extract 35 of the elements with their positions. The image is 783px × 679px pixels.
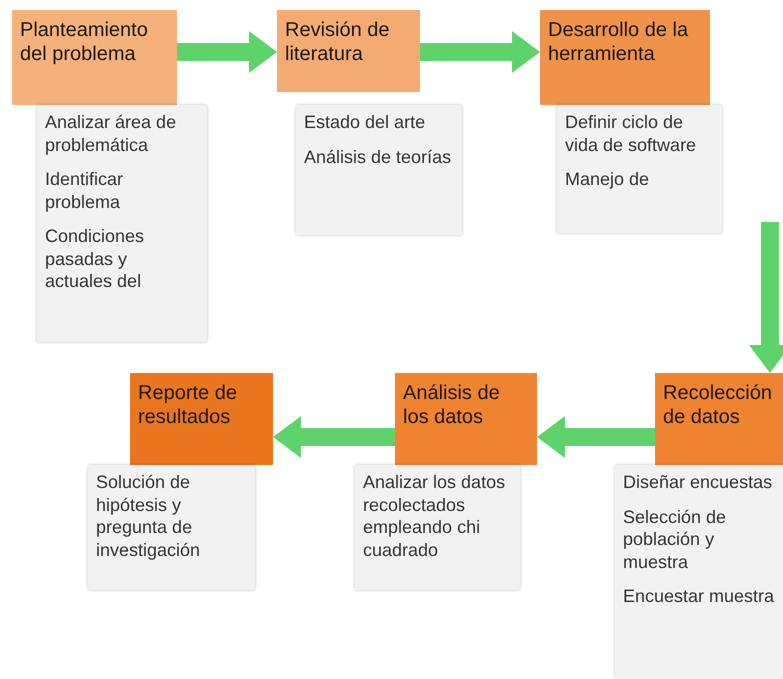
card-item: Selección de población y muestra bbox=[623, 506, 728, 573]
block-arrow bbox=[273, 416, 395, 458]
step-title: Reporte de resultados bbox=[138, 381, 238, 429]
card-item: Analizar los datos recolectados empleando chi cuadrado bbox=[363, 471, 506, 561]
step-card bbox=[615, 465, 783, 679]
step-card bbox=[296, 105, 462, 235]
card-item: Identificar problema bbox=[45, 168, 124, 213]
step-header bbox=[655, 373, 783, 465]
step-header bbox=[540, 10, 710, 105]
block-arrow bbox=[177, 31, 277, 73]
card-item: Definir ciclo de vida de software bbox=[565, 111, 698, 156]
step-title: Recolección de datos bbox=[663, 381, 773, 429]
card-item: Encuestar muestra bbox=[623, 585, 775, 608]
step-card bbox=[557, 105, 722, 233]
card-item: Manejo de bbox=[565, 168, 650, 190]
step-header bbox=[130, 373, 273, 465]
step-title: Desarrollo de la herramienta bbox=[548, 18, 690, 66]
step-card bbox=[88, 465, 255, 590]
block-arrow bbox=[749, 222, 783, 373]
card-item: Estado del arte bbox=[304, 111, 426, 134]
card-item: Condiciones pasadas y actuales del bbox=[45, 225, 146, 292]
step-header bbox=[277, 10, 420, 92]
step-header bbox=[12, 10, 177, 105]
card-item: Analizar área de problemática bbox=[45, 111, 178, 156]
step-title: Planteamiento del problema bbox=[20, 18, 149, 66]
step-header bbox=[395, 373, 537, 465]
step-card bbox=[37, 105, 207, 342]
step-card bbox=[355, 465, 520, 590]
card-item: Análisis de teorías bbox=[304, 146, 452, 168]
block-arrow bbox=[420, 31, 540, 73]
card-item: Diseñar encuestas bbox=[623, 471, 774, 494]
step-title: Revisión de literatura bbox=[285, 18, 391, 66]
step-title: Análisis de los datos bbox=[403, 381, 501, 429]
block-arrow bbox=[537, 416, 655, 458]
card-item: Solución de hipótesis y pregunta de investigación bbox=[96, 471, 202, 561]
